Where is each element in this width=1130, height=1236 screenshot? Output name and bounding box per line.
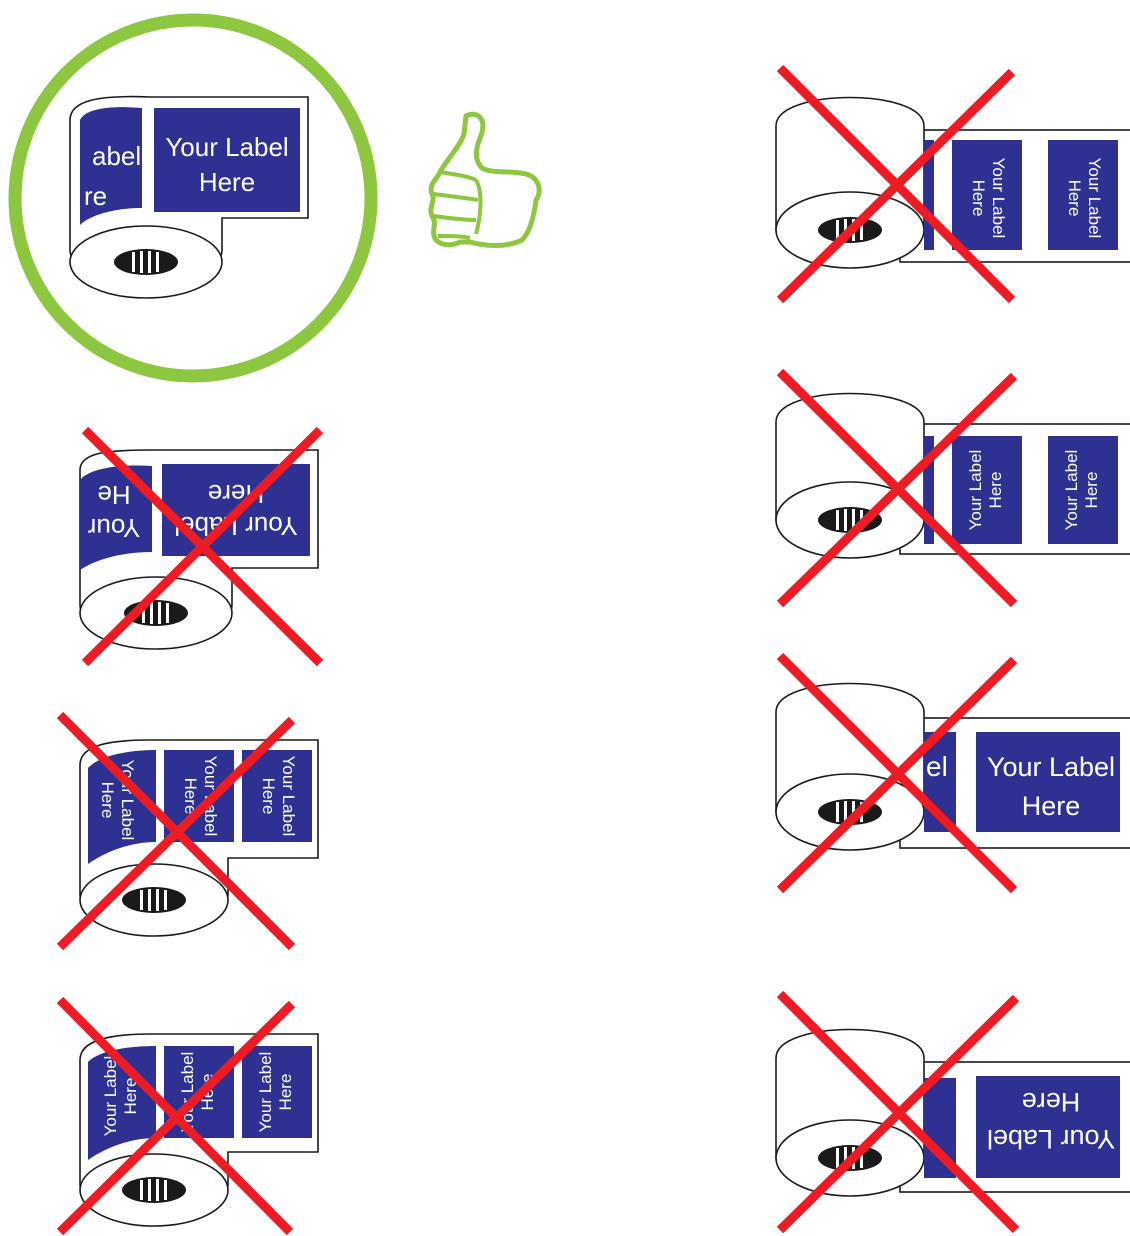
svg-text:Here: Here (276, 1074, 295, 1111)
svg-text:Your Label: Your Label (966, 450, 985, 531)
svg-text:Here: Here (986, 472, 1005, 509)
label-line2: Here (199, 167, 255, 197)
svg-text:Here: Here (259, 778, 278, 815)
svg-text:Your Label: Your Label (1085, 158, 1104, 239)
svg-text:Your Label: Your Label (987, 1124, 1115, 1154)
example-rotated-cw-3-across: Your Label Here Your Label Here Your Lab… (60, 715, 318, 947)
example-correct: abel re Your Label Here (15, 20, 371, 376)
svg-text:Your Label: Your Label (1062, 450, 1081, 531)
thumbs-up-icon (431, 114, 539, 245)
svg-text:Here: Here (1065, 180, 1084, 217)
partial-label-line1: Your (87, 513, 140, 543)
example-side-vertical-cw: Your Label Here Your Label Here (776, 68, 1130, 300)
svg-text:Here: Here (98, 782, 117, 819)
partial-label-line2: He (97, 480, 130, 510)
svg-text:Your Label: Your Label (989, 158, 1008, 239)
svg-text:Here: Here (1022, 1087, 1081, 1117)
label-line1: Your Label (165, 132, 288, 162)
partial-label-line2: re (84, 181, 107, 211)
svg-text:Here: Here (1082, 472, 1101, 509)
svg-text:Your Label: Your Label (256, 1052, 275, 1133)
svg-text:Your Label: Your Label (279, 756, 298, 837)
example-rotated-ccw-3-across: Your Label Here Your Label Here Your Lab… (60, 1000, 318, 1232)
example-side-upside-down: Your Label Here (776, 994, 1130, 1230)
svg-text:Your Label: Your Label (987, 752, 1115, 782)
roll-core (114, 249, 178, 275)
partial-label-line1: abel (92, 141, 141, 171)
svg-text:Here: Here (969, 180, 988, 217)
example-side-vertical-ccw: Your Label Here Your Label Here (776, 372, 1130, 604)
svg-text:Your Label: Your Label (101, 1056, 120, 1137)
partial-label-right: el (926, 751, 948, 782)
svg-text:Here: Here (1022, 791, 1081, 821)
example-side-horizontal: el Your Label Here (776, 656, 1130, 890)
example-upside-down: Your He Your Label Here (80, 430, 320, 663)
